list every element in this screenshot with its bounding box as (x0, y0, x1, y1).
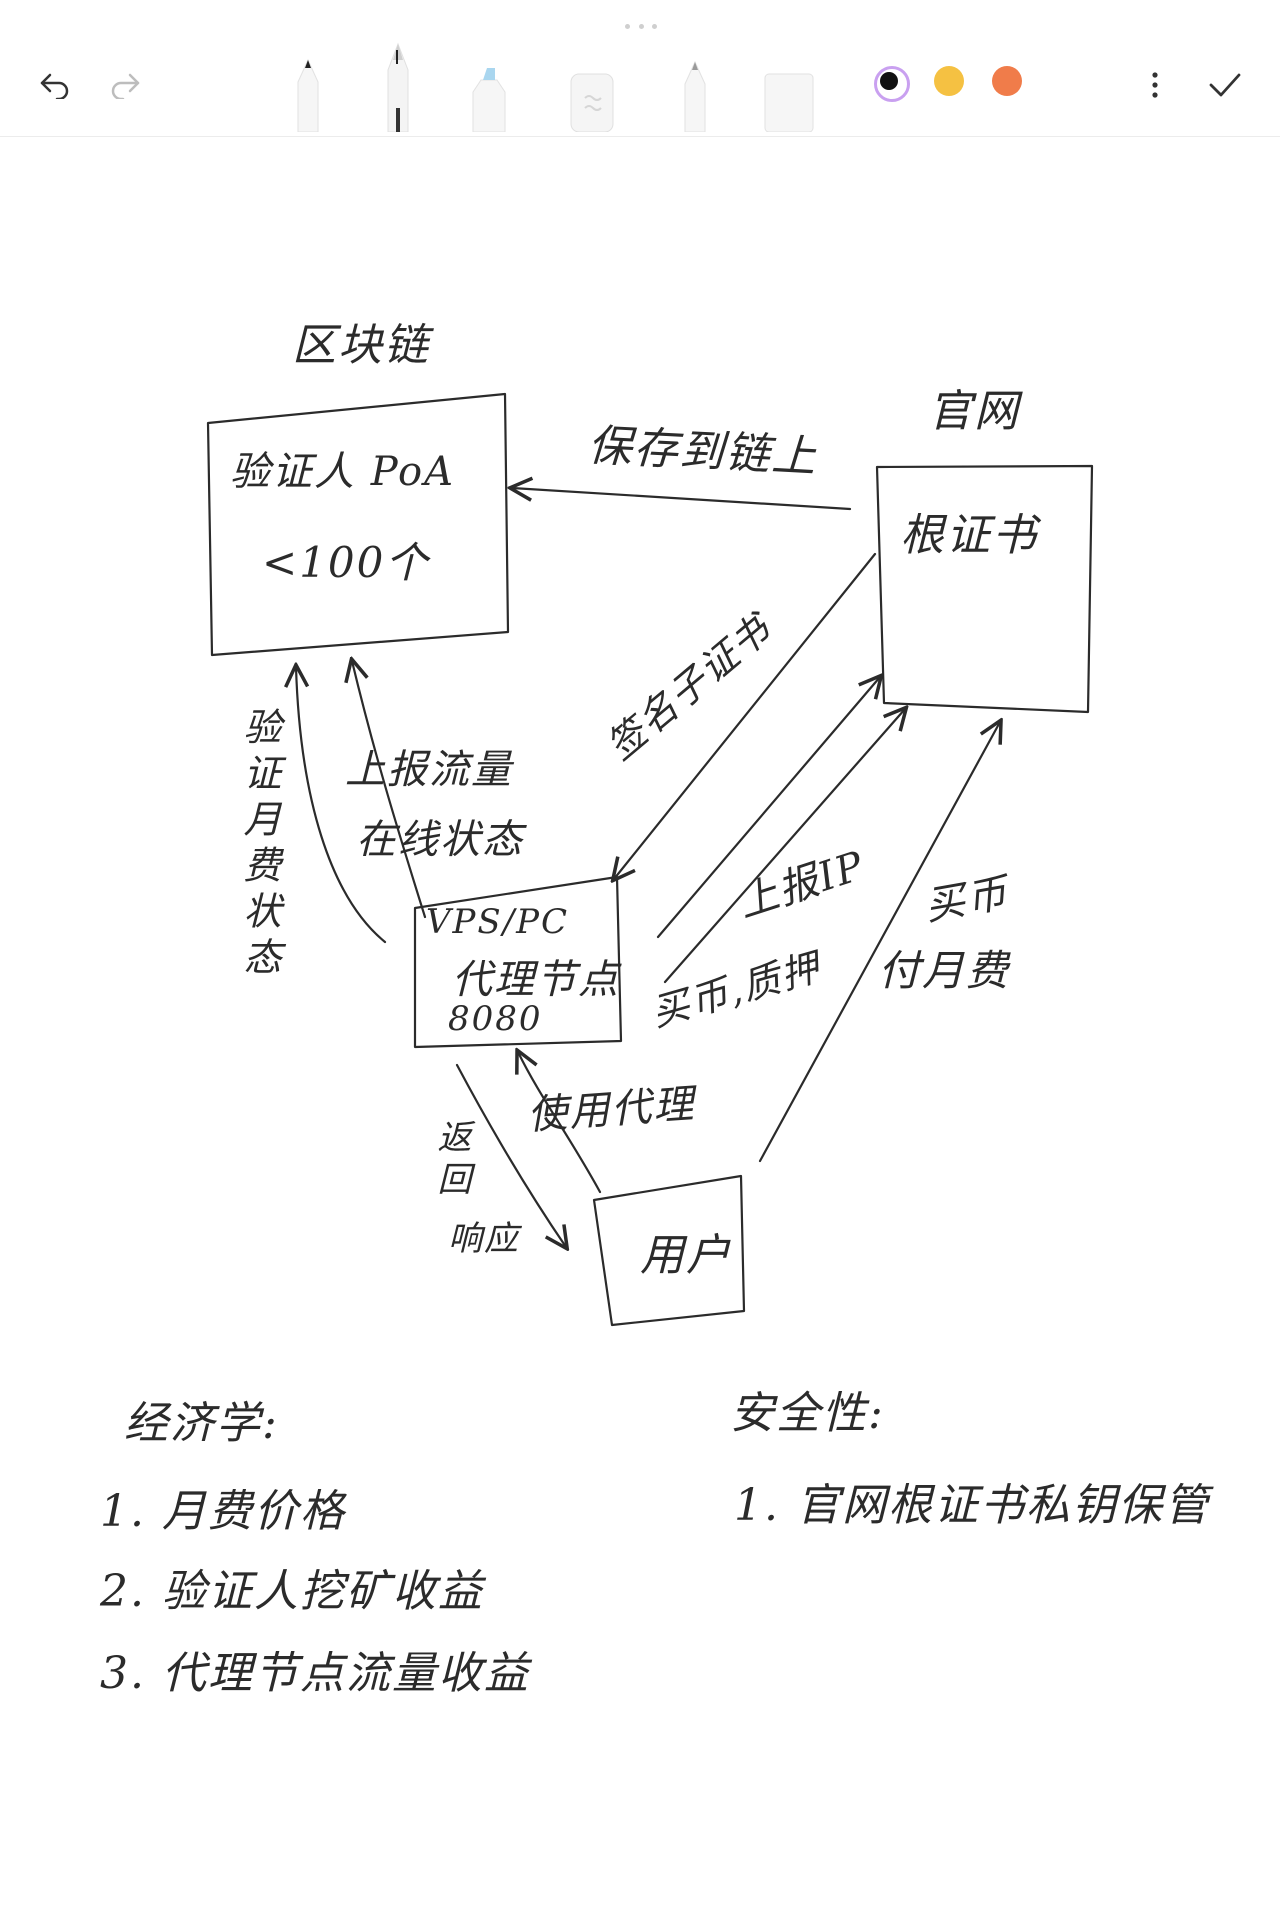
blockchain-title: 区块链 (292, 320, 430, 371)
drag-handle[interactable] (625, 24, 657, 30)
buy-stake-arrow (663, 709, 905, 984)
pay-monthly-label: 付月费 (878, 946, 1011, 995)
diagram-strokes (206, 392, 1094, 1327)
lasso-ruler-tool-button[interactable] (762, 68, 816, 136)
use-proxy-arrow (518, 1052, 602, 1194)
official-site-title: 官网 (928, 386, 1020, 437)
use-proxy-label: 使用代理 (525, 1081, 697, 1139)
more-vertical-icon (1152, 72, 1158, 98)
proxy-node-box (413, 875, 623, 1049)
highlighter-tool-icon (472, 68, 506, 133)
save-to-chain-label: 保存到链上 (586, 420, 819, 483)
color-swatch-black[interactable] (874, 66, 910, 102)
checkmark-icon (1209, 73, 1241, 97)
selected-color-icon (880, 72, 898, 90)
redo-button[interactable] (98, 58, 152, 112)
online-status-label: 在线状态 (356, 817, 524, 863)
sign-cert-arrow (614, 552, 877, 879)
security-title: 安全性: (730, 1388, 885, 1439)
fountain-pen-tool-button[interactable] (380, 38, 416, 136)
verify-status-arrow (296, 667, 387, 944)
done-button[interactable] (1198, 58, 1252, 112)
response-label: 响应 (448, 1219, 520, 1259)
proxy-node-label: 代理节点 (452, 957, 620, 1003)
marker-tool-icon (684, 60, 706, 133)
undo-arrow-icon (40, 73, 69, 99)
color-swatch-yellow[interactable] (934, 66, 964, 96)
more-options-button[interactable] (1128, 58, 1182, 112)
color-swatch-orange[interactable] (992, 66, 1022, 96)
marker-tool-button[interactable] (677, 58, 713, 136)
eraser-tool-icon (570, 73, 614, 133)
economics-item-2: 2. 验证人挖矿收益 (100, 1566, 484, 1617)
root-cert-label: 根证书 (900, 510, 1038, 561)
economics-item-1: 1. 月费价格 (100, 1486, 346, 1537)
return-label: 返回 (431, 1119, 471, 1203)
pencil-tool-icon (297, 58, 319, 133)
lasso-ruler-tool-icon (764, 73, 814, 133)
redo-arrow-icon (111, 73, 140, 99)
proxy-port-label: 8080 (448, 999, 543, 1039)
eraser-tool-button[interactable] (567, 68, 617, 136)
save-to-chain-arrow (512, 488, 852, 511)
pencil-tool-button[interactable] (290, 56, 326, 136)
report-ip-arrow (656, 677, 880, 939)
official-cert-box (875, 464, 1094, 714)
user-box (592, 1174, 746, 1327)
undo-button[interactable] (28, 58, 82, 112)
economics-title: 经济学: (124, 1398, 279, 1449)
highlighter-tool-button[interactable] (467, 62, 511, 136)
verify-monthly-status-label: 验证月费状态 (237, 707, 281, 983)
report-traffic-arrow (352, 661, 427, 919)
fountain-pen-tool-icon (387, 42, 409, 133)
drawing-toolbar (0, 42, 1280, 137)
report-traffic-label: 上报流量 (345, 747, 513, 793)
pay-monthly-arrow (758, 722, 1000, 1163)
blockchain-box (206, 392, 510, 657)
proxy-host-label: VPS/PC (426, 902, 570, 942)
drawing-canvas[interactable]: 区块链 验证人 PoA <100个 官网 根证书 保存到链上 签名子证书 上报I… (0, 137, 1280, 1920)
security-item-1: 1. 官网根证书私钥保管 (734, 1480, 1210, 1531)
return-response-arrow (455, 1063, 566, 1247)
validator-poa-label: 验证人 PoA (230, 449, 455, 495)
economics-item-3: 3. 代理节点流量收益 (100, 1648, 530, 1699)
user-label: 用户 (640, 1230, 732, 1281)
validator-count-label: <100个 (262, 538, 430, 587)
